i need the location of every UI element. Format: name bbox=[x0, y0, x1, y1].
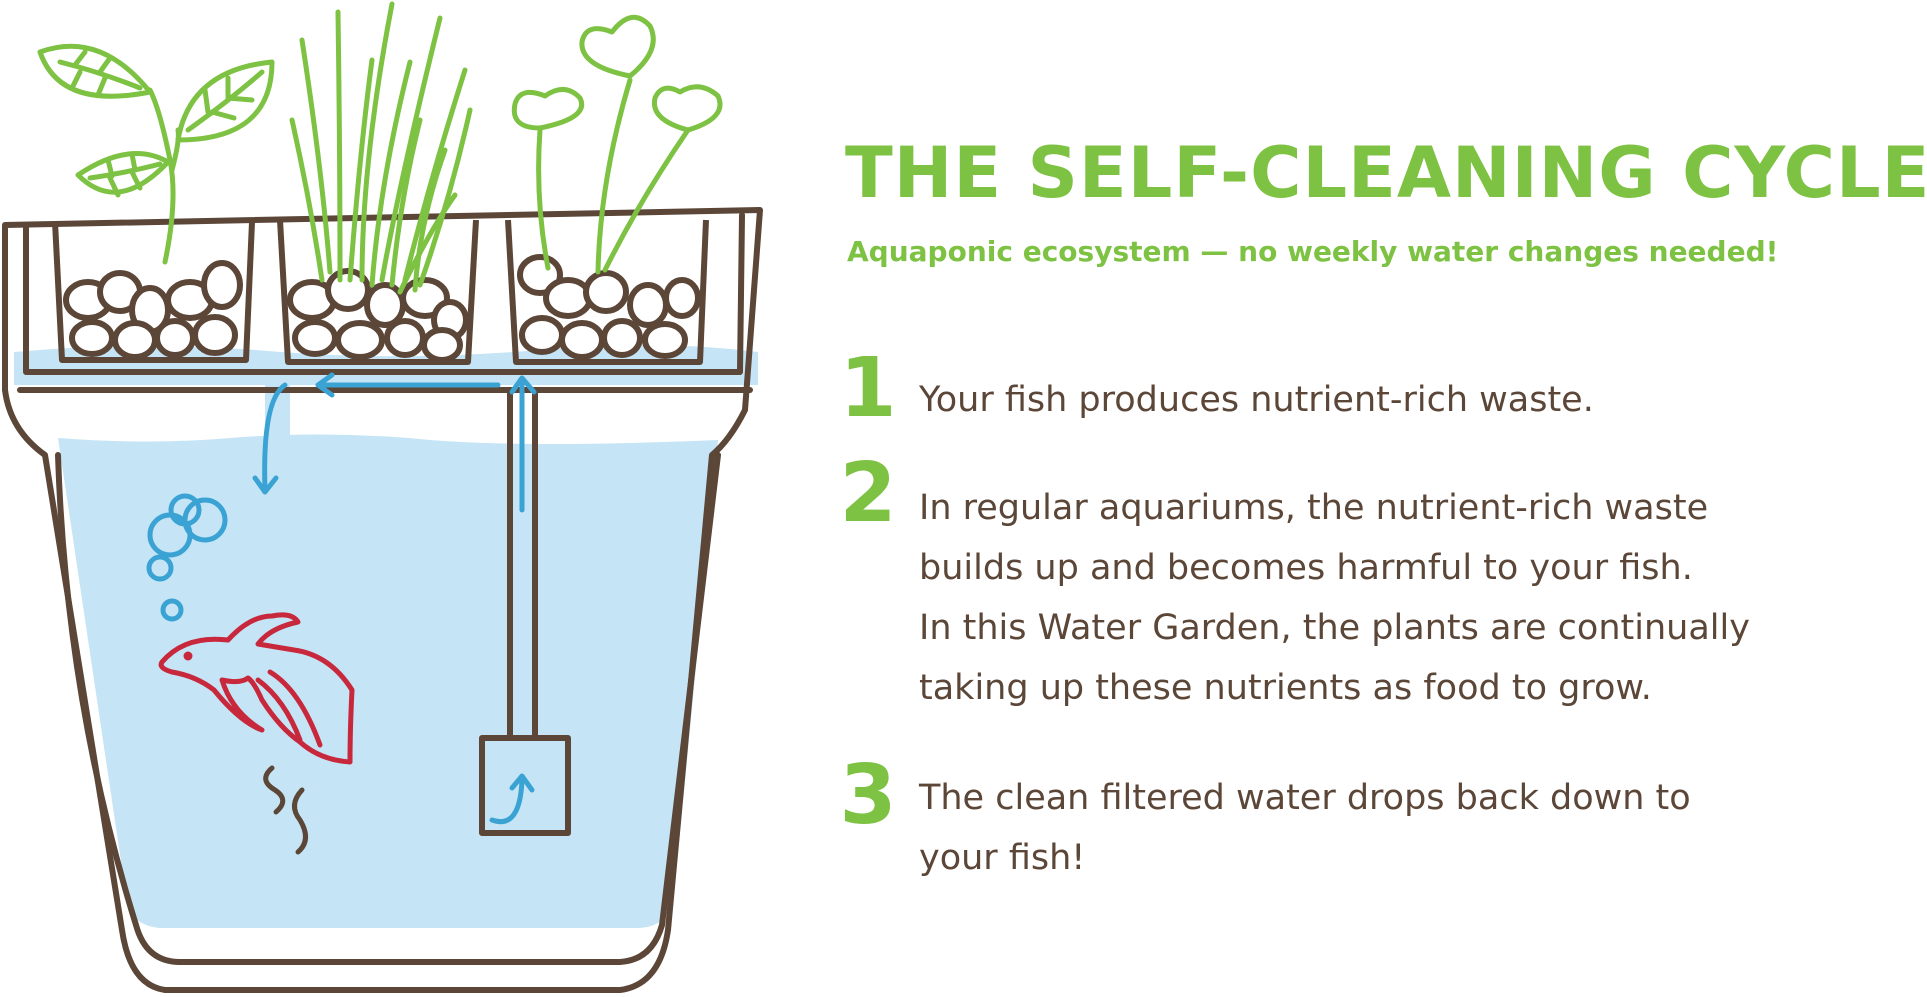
grass-blades-icon bbox=[289, 1, 473, 295]
step-line: taking up these nutrients as food to gro… bbox=[919, 668, 1652, 708]
step-text: The clean filtered water drops back down… bbox=[919, 768, 1691, 888]
step-line: Your fish produces nutrient-rich waste. bbox=[919, 380, 1594, 420]
fish-icon bbox=[158, 612, 355, 765]
waste-icon bbox=[263, 765, 308, 855]
step-line: In this Water Garden, the plants are con… bbox=[919, 608, 1750, 648]
pot-outline bbox=[2, 207, 763, 993]
page-title: THE SELF-CLEANING CYCLE bbox=[845, 132, 1927, 214]
tank-water bbox=[58, 434, 718, 928]
bubbles-icon bbox=[146, 493, 228, 622]
step-line: The clean filtered water drops back down… bbox=[919, 778, 1691, 818]
planter-cups bbox=[52, 219, 709, 365]
page-subtitle: Aquaponic ecosystem — no weekly water ch… bbox=[847, 235, 1779, 268]
step-text: Your fish produces nutrient-rich waste. bbox=[919, 370, 1594, 430]
pump-icon bbox=[479, 390, 571, 836]
aquaponic-pot-illustration bbox=[2, 1, 763, 993]
water-arrow-icon bbox=[252, 372, 537, 824]
heart-sprout-icon bbox=[511, 14, 723, 275]
step-line: In regular aquariums, the nutrient-rich … bbox=[919, 488, 1709, 528]
step-number: 3 bbox=[839, 748, 897, 843]
leaf-sprout-icon bbox=[37, 43, 275, 265]
step-text: In regular aquariums, the nutrient-rich … bbox=[919, 478, 1750, 718]
step-line: your fish! bbox=[919, 838, 1086, 878]
step-number: 2 bbox=[839, 446, 897, 541]
drip-water bbox=[265, 385, 290, 440]
step-number: 1 bbox=[839, 341, 897, 436]
step-line: builds up and becomes harmful to your fi… bbox=[919, 548, 1693, 588]
